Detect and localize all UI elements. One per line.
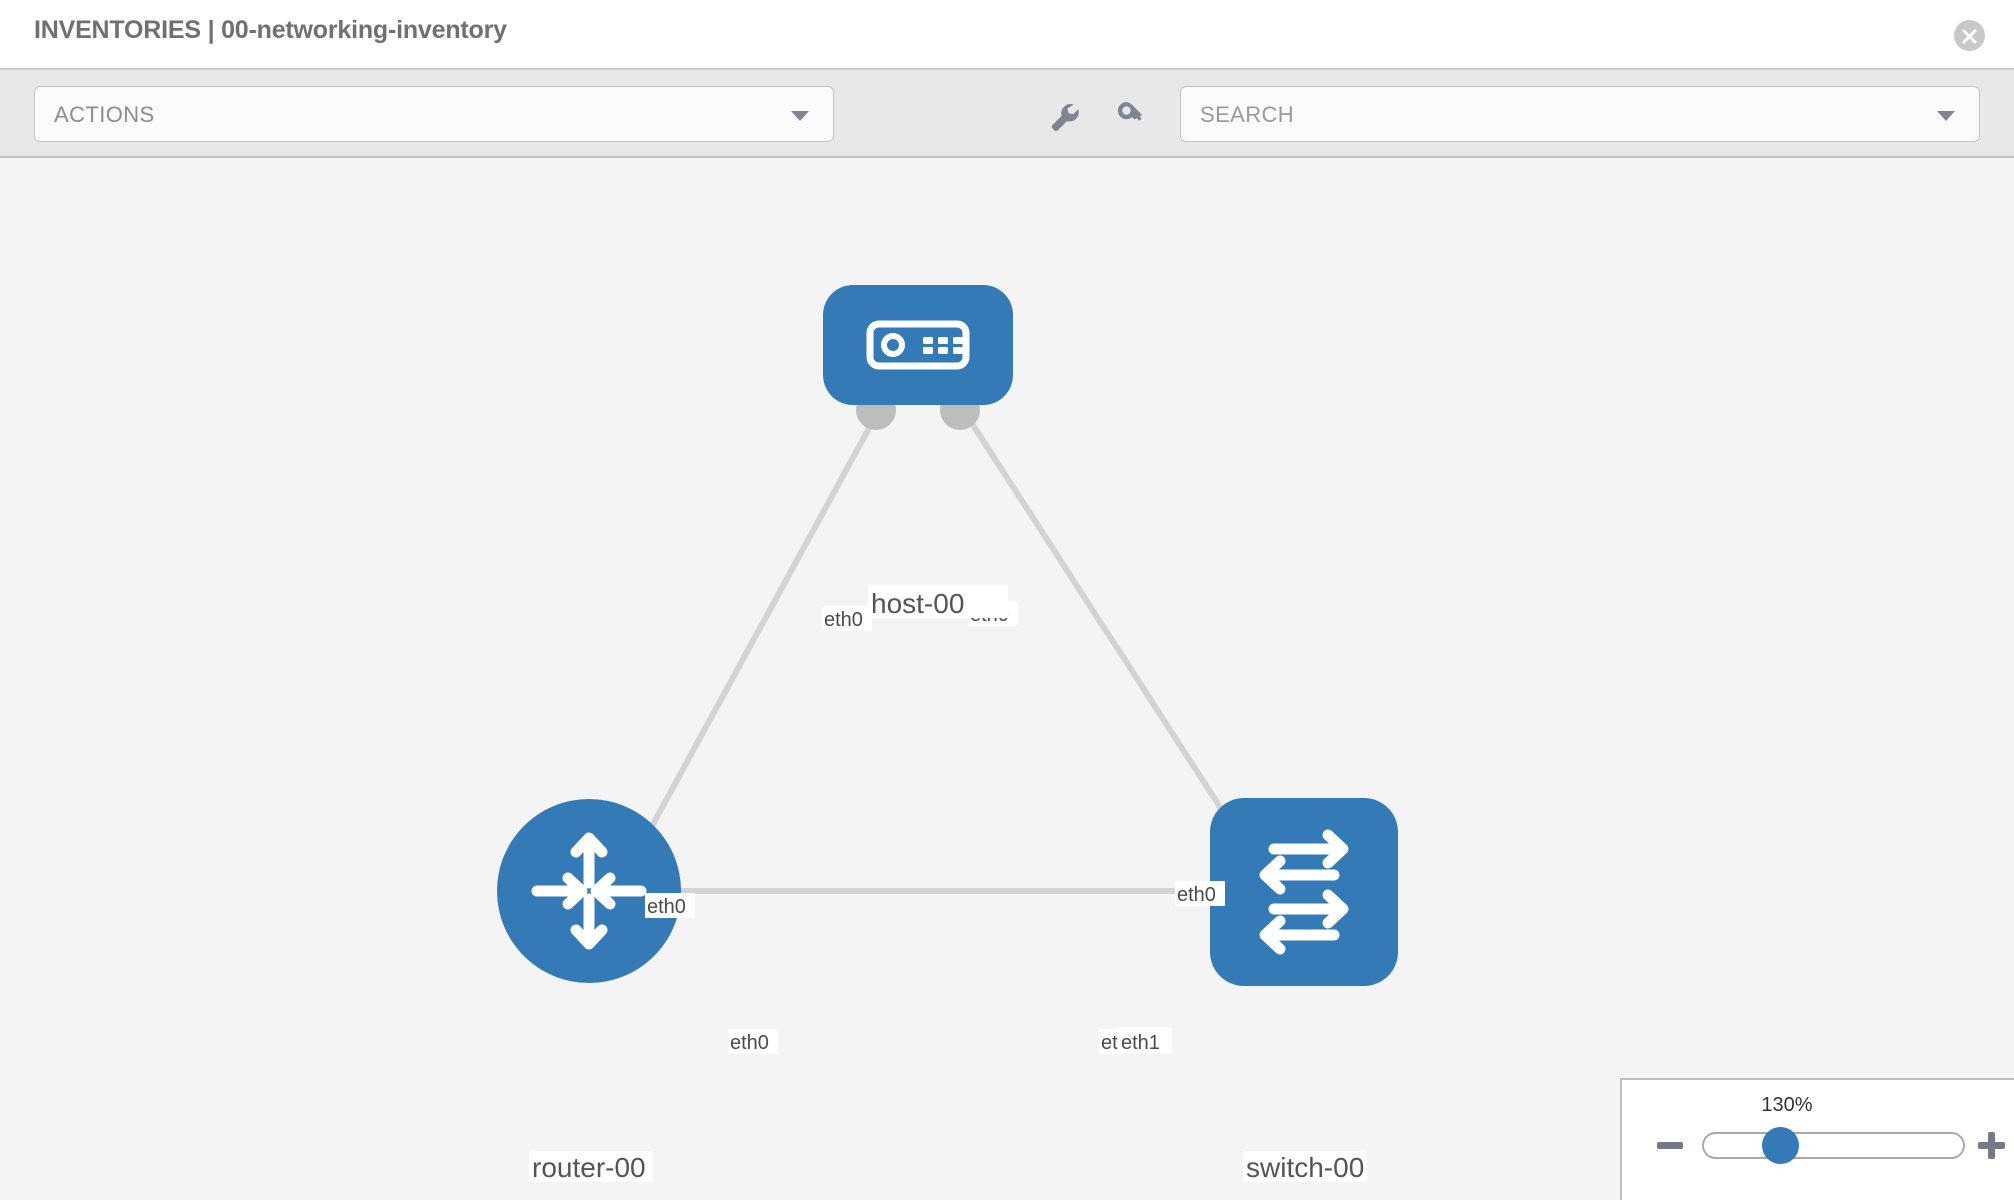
edge-host-router[interactable] (637, 406, 883, 850)
edge-host-switch[interactable] (959, 406, 1243, 840)
zoom-in-button[interactable] (1978, 1132, 2005, 1159)
iface-label-router-up: eth0 (647, 896, 686, 918)
iface-label-switch-left: eth1 (1121, 1032, 1160, 1054)
node-label-router-00: router-00 (532, 1152, 646, 1183)
node-router-00-shape[interactable] (497, 799, 681, 983)
page-header: INVENTORIES | 00-networking-inventory (0, 0, 2014, 68)
node-label-switch-00: switch-00 (1246, 1152, 1364, 1183)
iface-label-switch-up: eth0 (1177, 884, 1216, 906)
key-icon[interactable] (1111, 96, 1151, 136)
zoom-slider-thumb[interactable] (1762, 1127, 1799, 1164)
node-switch-00-shape[interactable] (1210, 798, 1398, 986)
topology-edges (637, 406, 1250, 894)
topology-canvas[interactable]: eth0 eth0 eth0 eth0 eth0 eth eth1 (0, 158, 2014, 1200)
topology-connector-stubs (610, 390, 1271, 914)
node-host-00[interactable] (823, 285, 1013, 405)
zoom-control-panel: 130% (1620, 1078, 2014, 1200)
node-label-host-00: host-00 (871, 588, 964, 619)
wrench-icon[interactable] (1044, 96, 1084, 136)
node-router-00[interactable] (497, 799, 681, 983)
node-host-00-shape[interactable] (823, 285, 1013, 405)
zoom-slider-track[interactable] (1702, 1132, 1965, 1159)
chevron-down-icon (791, 111, 809, 121)
page-title: INVENTORIES | 00-networking-inventory (34, 16, 507, 44)
zoom-out-button[interactable] (1657, 1142, 1683, 1149)
actions-dropdown-label: ACTIONS (54, 102, 155, 127)
iface-label-host-left: eth0 (824, 609, 863, 631)
zoom-level-value: 130% (1761, 1094, 1813, 1116)
iface-label-router-right: eth0 (730, 1032, 769, 1054)
search-placeholder: SEARCH (1200, 102, 1295, 127)
close-button[interactable] (1954, 20, 1985, 51)
toolbar: ACTIONS SEARCH (0, 68, 2014, 158)
actions-dropdown[interactable]: ACTIONS (34, 86, 834, 142)
node-switch-00[interactable] (1210, 798, 1398, 986)
interface-labels: eth0 eth0 eth0 eth0 eth0 eth eth1 (645, 601, 1225, 1054)
close-icon (1954, 20, 1985, 51)
search-input[interactable]: SEARCH (1180, 86, 1980, 142)
node-labels: host-00 router-00 switch-00 (529, 585, 1367, 1183)
topology-graph: eth0 eth0 eth0 eth0 eth0 eth eth1 (497, 285, 1398, 1183)
chevron-down-icon[interactable] (1937, 111, 1955, 121)
